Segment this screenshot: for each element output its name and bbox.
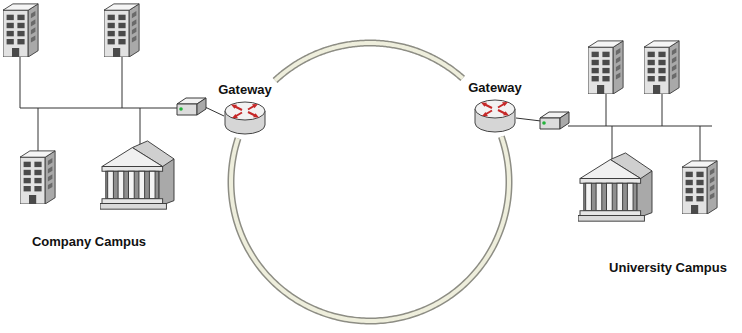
wire [140,108,141,148]
campus-wiring [20,56,712,166]
wire [516,118,541,121]
campus-label: Company Campus [32,234,146,250]
wire [20,56,21,108]
router-symbol [475,100,515,132]
router-icon [223,100,267,136]
ring-link [275,43,463,80]
office-building [682,161,717,214]
wire [700,126,701,166]
wire [38,108,39,156]
wire [606,92,607,126]
wire [612,126,613,160]
bus-line [568,126,712,127]
columned-building [100,141,174,209]
ring-outline [231,137,509,321]
gateway-label: Gateway [468,80,521,96]
office-building [644,41,679,94]
ring-link [231,137,509,321]
bus-line [20,108,178,109]
office-building [104,4,139,57]
wire [122,56,123,108]
columned-building [578,153,652,221]
ring-fill [275,43,463,80]
gateway-router: Gateway [214,82,275,136]
ring-outline [275,43,463,80]
gateway-label: Gateway [218,82,271,98]
router-symbol [225,102,265,134]
switch-device [177,98,206,115]
campus-label: University Campus [609,260,727,276]
ring-fill [231,137,509,321]
gateway-router: Gateway [464,80,525,134]
office-building [3,4,38,57]
office-building [20,151,55,204]
wire [205,107,224,116]
wire [662,92,663,126]
switch-device [540,112,569,129]
office-building [588,41,623,94]
router-icon [473,98,517,134]
